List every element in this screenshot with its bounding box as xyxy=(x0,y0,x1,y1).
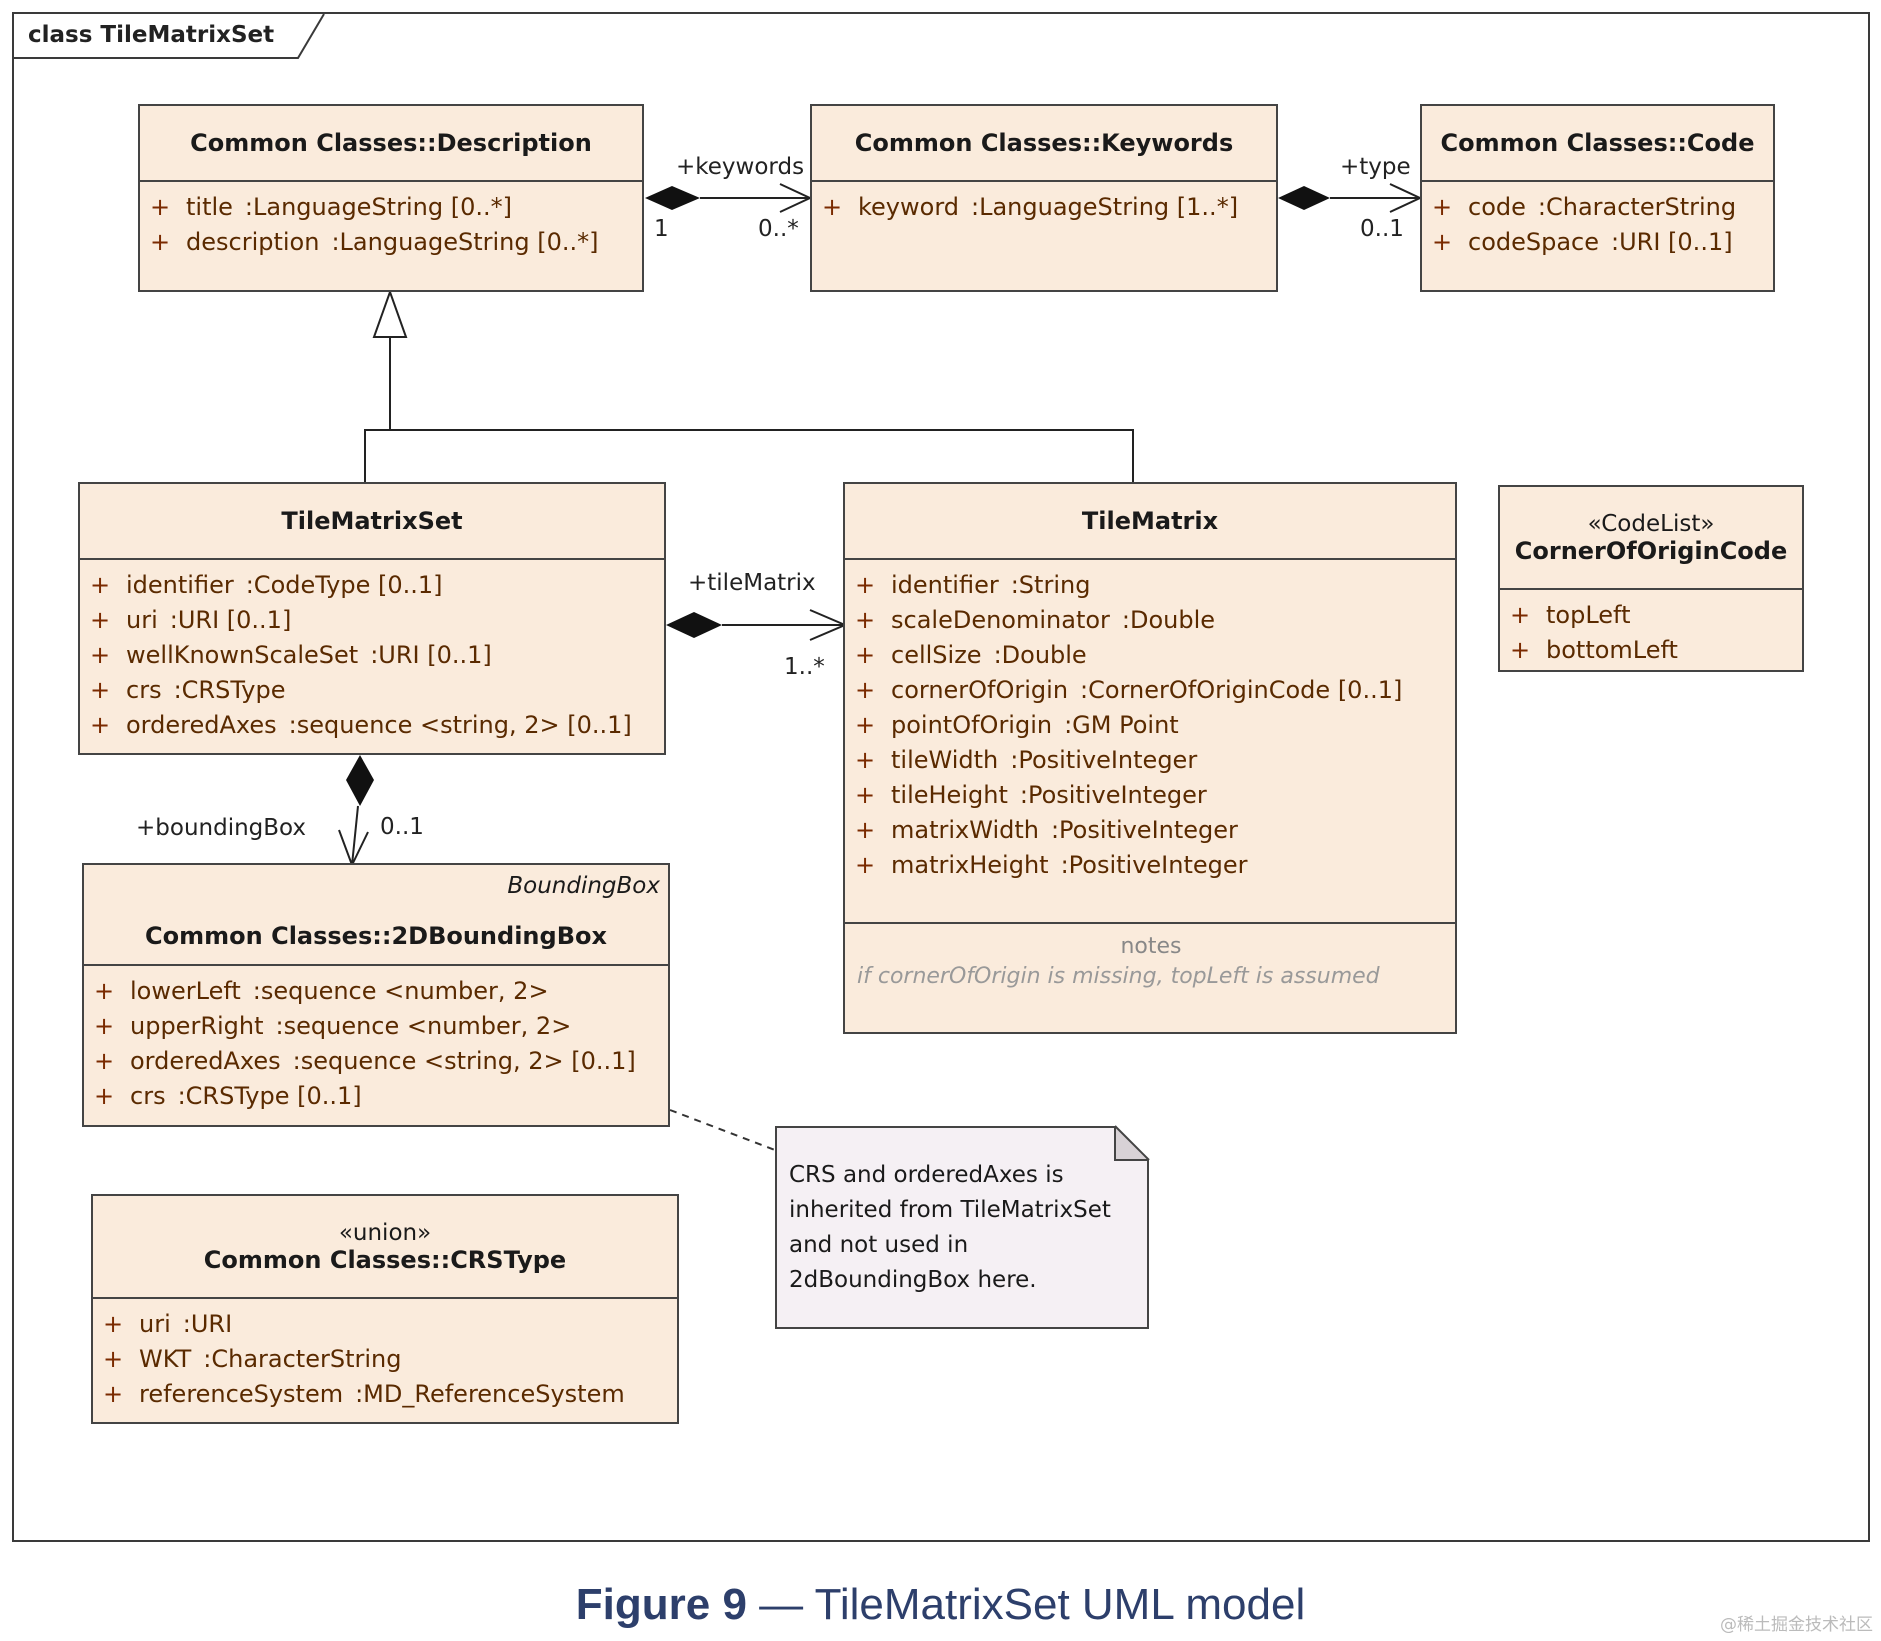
attribute-row[interactable]: +matrixHeight:PositiveInteger xyxy=(855,851,1248,879)
attribute-row[interactable]: +bottomLeft xyxy=(1510,636,1678,664)
attribute-row[interactable]: +title:LanguageString [0..*] xyxy=(150,193,512,221)
note-anchor-line xyxy=(669,1109,776,1151)
type-dst-multiplicity: 0..1 xyxy=(1360,216,1404,242)
frame-title-tab xyxy=(14,13,325,59)
stereotype-label: «union» xyxy=(338,1219,432,1246)
generalization-line xyxy=(364,429,1134,482)
attribute-row[interactable]: +scaleDenominator:Double xyxy=(855,606,1216,634)
note-line: CRS and orderedAxes is xyxy=(789,1162,1064,1188)
class-name: Common Classes::Description xyxy=(190,129,592,157)
boundingbox-diamond xyxy=(346,755,374,806)
note-line: inherited from TileMatrixSet xyxy=(789,1197,1111,1223)
note-box[interactable]: CRS and orderedAxes is inherited from Ti… xyxy=(775,1126,1149,1329)
notes-text: if cornerOfOrigin is missing, topLeft is… xyxy=(857,964,1380,989)
attribute-list: +identifier:CodeType [0..1] +uri:URI [0.… xyxy=(80,560,664,743)
class-name: Common Classes::2DBoundingBox xyxy=(145,922,607,950)
tilematrix-role-label: +tileMatrix xyxy=(688,570,816,596)
attribute-row[interactable]: +cornerOfOrigin:CornerOfOriginCode [0..1… xyxy=(855,676,1403,704)
attribute-row[interactable]: +keyword:LanguageString [1..*] xyxy=(822,193,1239,221)
class-2dboundingbox[interactable]: BoundingBox Common Classes::2DBoundingBo… xyxy=(82,863,670,1127)
attribute-row[interactable]: +uri:URI [0..1] xyxy=(90,606,292,634)
boundingbox-assoc-line xyxy=(351,805,359,866)
attribute-row[interactable]: +identifier:CodeType [0..1] xyxy=(90,571,443,599)
attribute-row[interactable]: +cellSize:Double xyxy=(855,641,1087,669)
class-name: Common Classes::Keywords xyxy=(854,129,1234,157)
attribute-row[interactable]: +orderedAxes:sequence <string, 2> [0..1] xyxy=(94,1047,636,1075)
generalization-triangle xyxy=(372,289,408,338)
class-name: Common Classes::Code xyxy=(1440,129,1755,157)
class-tilematrixset[interactable]: TileMatrixSet +identifier:CodeType [0..1… xyxy=(78,482,666,755)
keywords-src-multiplicity: 1 xyxy=(654,216,669,242)
class-name: Common Classes::CRSType xyxy=(203,1245,567,1274)
caption-text: TileMatrixSet UML model xyxy=(814,1580,1306,1629)
note-line: 2dBoundingBox here. xyxy=(789,1267,1037,1293)
boundingbox-dst-multiplicity: 0..1 xyxy=(380,814,424,840)
attribute-row[interactable]: +crs:CRSType xyxy=(90,676,286,704)
attribute-row[interactable]: +tileHeight:PositiveInteger xyxy=(855,781,1207,809)
attribute-row[interactable]: +matrixWidth:PositiveInteger xyxy=(855,816,1238,844)
class-crstype[interactable]: «union» Common Classes::CRSType +uri:URI… xyxy=(91,1194,679,1424)
keywords-dst-multiplicity: 0..* xyxy=(758,216,799,242)
boundingbox-role-label: +boundingBox xyxy=(136,815,307,841)
attribute-list: +title:LanguageString [0..*] +descriptio… xyxy=(140,182,642,260)
class-tilematrix[interactable]: TileMatrix +identifier:String +scaleDeno… xyxy=(843,482,1457,1034)
alias-label: BoundingBox xyxy=(507,873,660,899)
class-name: CornerOfOriginCode xyxy=(1514,536,1788,565)
stereotype-label: «CodeList» xyxy=(1587,510,1715,537)
tilematrix-diamond xyxy=(666,612,722,638)
class-name: TileMatrixSet xyxy=(281,507,463,535)
class-name: TileMatrix xyxy=(1081,507,1219,535)
attribute-row[interactable]: +tileWidth:PositiveInteger xyxy=(855,746,1198,774)
class-cornerorigincode[interactable]: «CodeList» CornerOfOriginCode +topLeft +… xyxy=(1498,485,1804,672)
keywords-diamond xyxy=(645,186,700,210)
attribute-row[interactable]: +identifier:String xyxy=(855,571,1091,599)
caption-dash: — xyxy=(746,1580,815,1629)
attribute-list: +identifier:String +scaleDenominator:Dou… xyxy=(845,560,1455,922)
attribute-list: +topLeft +bottomLeft xyxy=(1500,590,1802,668)
attribute-row[interactable]: +codeSpace:URI [0..1] xyxy=(1432,228,1733,256)
attribute-list: +keyword:LanguageString [1..*] xyxy=(812,182,1276,225)
attribute-list: +lowerLeft:sequence <number, 2> +upperRi… xyxy=(84,966,668,1114)
frame-title: class TileMatrixSet xyxy=(28,22,275,48)
attribute-list: +code:CharacterString +codeSpace:URI [0.… xyxy=(1422,182,1773,260)
attribute-row[interactable]: +WKT:CharacterString xyxy=(103,1345,402,1373)
attribute-row[interactable]: +lowerLeft:sequence <number, 2> xyxy=(94,977,549,1005)
attribute-row[interactable]: +topLeft xyxy=(1510,601,1631,629)
figure-number: Figure 9 xyxy=(575,1580,747,1629)
attribute-row[interactable]: +referenceSystem:MD_ReferenceSystem xyxy=(103,1380,625,1408)
attribute-row[interactable]: +pointOfOrigin:GM Point xyxy=(855,711,1179,739)
class-keywords[interactable]: Common Classes::Keywords +keyword:Langua… xyxy=(810,104,1278,292)
attribute-row[interactable]: +code:CharacterString xyxy=(1432,193,1737,221)
type-diamond xyxy=(1278,186,1330,210)
attribute-row[interactable]: +description:LanguageString [0..*] xyxy=(150,228,599,256)
class-description[interactable]: Common Classes::Description +title:Langu… xyxy=(138,104,644,292)
attribute-row[interactable]: +orderedAxes:sequence <string, 2> [0..1] xyxy=(90,711,632,739)
note-line: and not used in xyxy=(789,1232,969,1258)
attribute-row[interactable]: +crs:CRSType [0..1] xyxy=(94,1082,362,1110)
attribute-row[interactable]: +upperRight:sequence <number, 2> xyxy=(94,1012,572,1040)
type-role-label: +type xyxy=(1340,154,1411,180)
notes-label: notes xyxy=(1120,934,1182,959)
attribute-list: +uri:URI +WKT:CharacterString +reference… xyxy=(93,1299,677,1412)
class-code[interactable]: Common Classes::Code +code:CharacterStri… xyxy=(1420,104,1775,292)
figure-caption: Figure 9 — TileMatrixSet UML model xyxy=(0,1580,1881,1630)
attribute-row[interactable]: +uri:URI xyxy=(103,1310,233,1338)
attribute-row[interactable]: +wellKnownScaleSet:URI [0..1] xyxy=(90,641,492,669)
keywords-role-label: +keywords xyxy=(676,154,805,180)
tilematrix-dst-multiplicity: 1..* xyxy=(784,654,825,680)
notes-section: notes if cornerOfOrigin is missing, topL… xyxy=(845,922,1455,994)
diagram-frame xyxy=(12,12,1870,1542)
watermark: @稀土掘金技术社区 xyxy=(1720,1615,1873,1635)
